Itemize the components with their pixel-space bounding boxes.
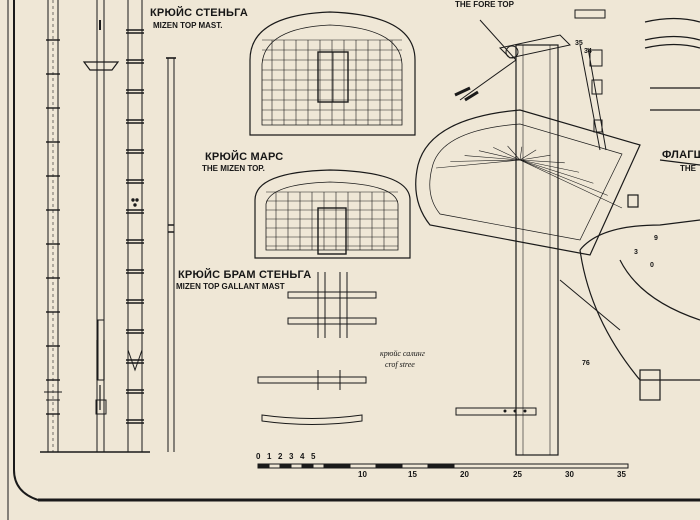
topgallant-label-en: MIZEN TOP GALLANT MAST xyxy=(176,282,285,291)
scale-tick: 2 xyxy=(278,452,283,461)
callout-9: 9 xyxy=(654,235,658,242)
scale-tick: 3 xyxy=(289,452,294,461)
scale-tick: 25 xyxy=(513,470,522,479)
scale-tick: 0 xyxy=(256,452,261,461)
mizen-topmast-label-en: MIZEN TOP MAST. xyxy=(153,21,223,30)
callout-34: 34 xyxy=(584,48,592,55)
scale-tick: 20 xyxy=(460,470,469,479)
scale-tick: 15 xyxy=(408,470,417,479)
right-side-fragments xyxy=(579,17,700,401)
callout-3: 3 xyxy=(634,249,638,256)
scale-tick: 5 xyxy=(311,452,316,461)
topgallant-mast-drawing xyxy=(166,57,176,452)
mizen-top-label-ru: КРЮЙС МАРС xyxy=(205,151,284,163)
cap-piece xyxy=(455,407,537,416)
flag-label-en: THE xyxy=(680,164,696,173)
scale-tick: 1 xyxy=(267,452,272,461)
mizen-topmast-label-ru: КРЮЙС СТЕНЬГА xyxy=(150,7,248,19)
mizen-topmast-drawing xyxy=(44,0,62,452)
callout-76: 76 xyxy=(582,360,590,367)
scale-tick: 30 xyxy=(565,470,574,479)
fore-top-label: THE FORE TOP xyxy=(455,0,514,9)
scale-tick: 35 xyxy=(617,470,626,479)
crosstree-pieces xyxy=(257,272,377,425)
mizen-top-plan-upper xyxy=(249,11,416,136)
callout-0: 0 xyxy=(650,262,654,269)
mizen-top-label-en: THE MIZEN TOP. xyxy=(202,164,265,173)
lower-mast-drawing xyxy=(126,0,144,452)
fore-top-perspective xyxy=(415,19,641,456)
flag-label-ru: ФЛАГШ xyxy=(662,149,700,161)
crosstree-label-ru: крюйс салинг xyxy=(380,349,425,358)
mizen-top-plan-lower xyxy=(254,169,411,259)
fore-top-detail xyxy=(574,9,606,19)
scale-tick: 4 xyxy=(300,452,305,461)
scale-bar xyxy=(257,463,629,469)
sheet-border xyxy=(7,0,700,520)
topmast-with-crosstree-drawing xyxy=(82,0,120,452)
scale-tick: 10 xyxy=(358,470,367,479)
topgallant-label-ru: КРЮЙС БРАМ СТЕНЬГА xyxy=(178,269,312,281)
callout-35: 35 xyxy=(575,40,583,47)
crosstree-label-en: crof stree xyxy=(385,360,415,369)
